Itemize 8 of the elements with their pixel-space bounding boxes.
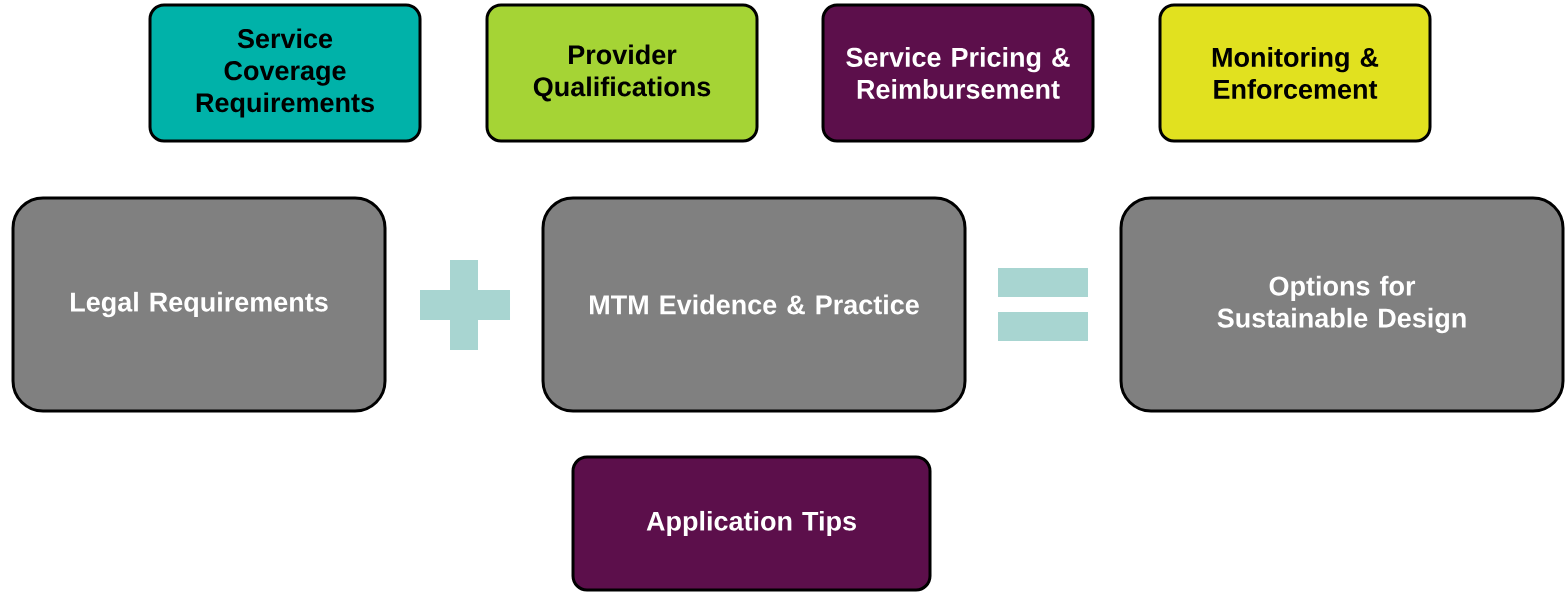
concept-box: MTM Evidence & Practice	[541, 196, 967, 413]
concept-box: Legal Requirements	[11, 196, 387, 413]
category-box: Service Pricing & Reimbursement	[821, 3, 1095, 143]
category-box: Provider Qualifications	[485, 3, 759, 143]
concept-box: Options for Sustainable Design	[1119, 196, 1565, 413]
category-box: Monitoring & Enforcement	[1158, 3, 1432, 143]
category-box: Service Coverage Requirements	[148, 3, 422, 143]
tips-box: Application Tips	[571, 455, 932, 592]
